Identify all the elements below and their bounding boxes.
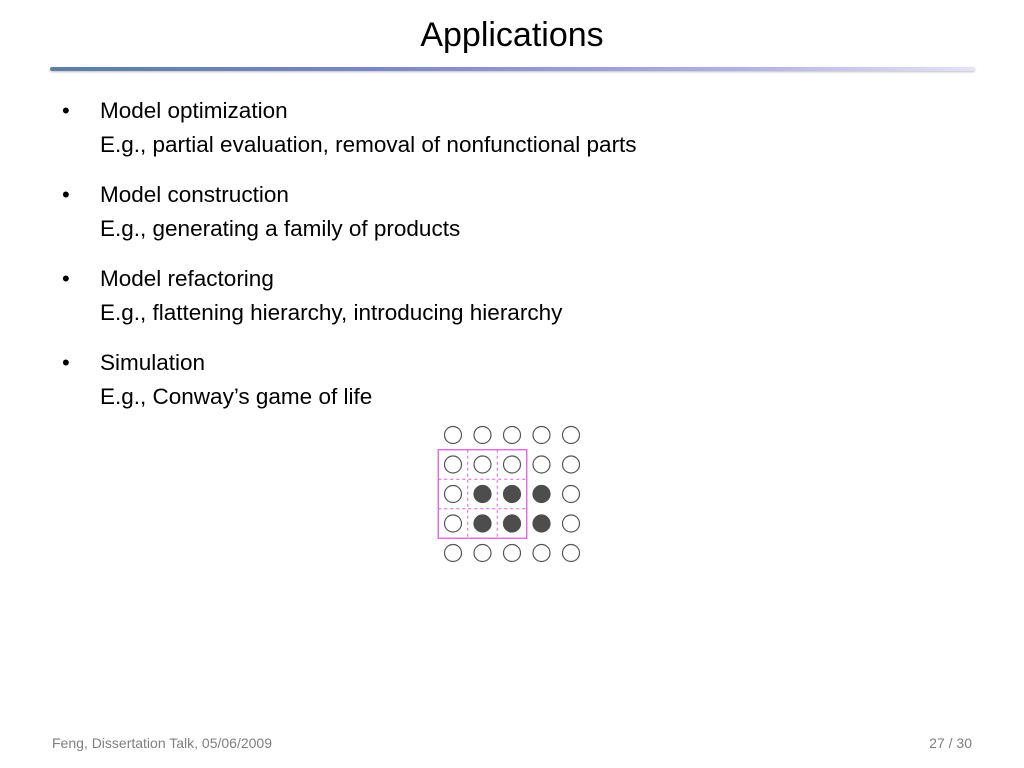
- dead-cell: [532, 455, 551, 474]
- bullet-marker: •: [62, 182, 70, 207]
- dead-cell: [502, 455, 522, 474]
- bullet-item: • Model construction E.g., generating a …: [60, 178, 980, 246]
- bullet-heading: Simulation: [100, 350, 206, 375]
- bullet-item: • Model optimization E.g., partial evalu…: [60, 94, 980, 162]
- dead-cell: [561, 514, 581, 533]
- dead-cell: [443, 543, 463, 563]
- live-cell: [502, 514, 522, 533]
- bullet-item: • Model refactoring E.g., flattening hie…: [60, 262, 980, 330]
- dead-cell: [561, 455, 581, 474]
- dead-cell: [561, 425, 581, 445]
- live-cell: [473, 514, 492, 533]
- dead-cell: [502, 425, 522, 445]
- title-rule: [50, 67, 975, 71]
- footer-author-date: Feng, Dissertation Talk, 05/06/2009: [52, 735, 272, 751]
- dead-cell: [443, 455, 463, 474]
- dead-cell: [473, 543, 492, 563]
- bullet-detail: E.g., flattening hierarchy, introducing …: [100, 300, 563, 325]
- dead-cell: [473, 425, 492, 445]
- dead-cell: [532, 425, 551, 445]
- live-cell: [473, 484, 492, 504]
- live-cell: [532, 514, 551, 533]
- slide-title: Applications: [420, 16, 604, 54]
- dead-cell: [532, 543, 551, 563]
- bullet-heading: Model optimization: [100, 98, 288, 123]
- dead-cell: [561, 484, 581, 504]
- dead-cell: [443, 425, 463, 445]
- bullet-item: • Simulation E.g., Conway’s game of life: [60, 346, 980, 414]
- bullet-heading: Model construction: [100, 182, 289, 207]
- dead-cell: [443, 484, 463, 504]
- bullet-detail: E.g., Conway’s game of life: [100, 384, 373, 409]
- bullet-marker: •: [62, 98, 70, 123]
- dead-cell: [561, 543, 581, 563]
- live-cell: [532, 484, 551, 504]
- bullet-detail: E.g., generating a family of products: [100, 216, 461, 241]
- dead-cell: [502, 543, 522, 563]
- bullet-detail: E.g., partial evaluation, removal of non…: [100, 132, 637, 157]
- footer-page-number: 27 / 30: [929, 735, 972, 751]
- bullet-marker: •: [62, 350, 70, 375]
- bullet-heading: Model refactoring: [100, 266, 274, 291]
- dead-cell: [443, 514, 463, 533]
- live-cell: [502, 484, 522, 504]
- bullet-marker: •: [62, 266, 70, 291]
- bullet-list: • Model optimization E.g., partial evalu…: [60, 94, 980, 430]
- game-of-life-svg: [437, 425, 581, 563]
- dead-cell: [473, 455, 492, 474]
- neighborhood-window: [437, 449, 528, 539]
- game-of-life-grid: [436, 420, 588, 570]
